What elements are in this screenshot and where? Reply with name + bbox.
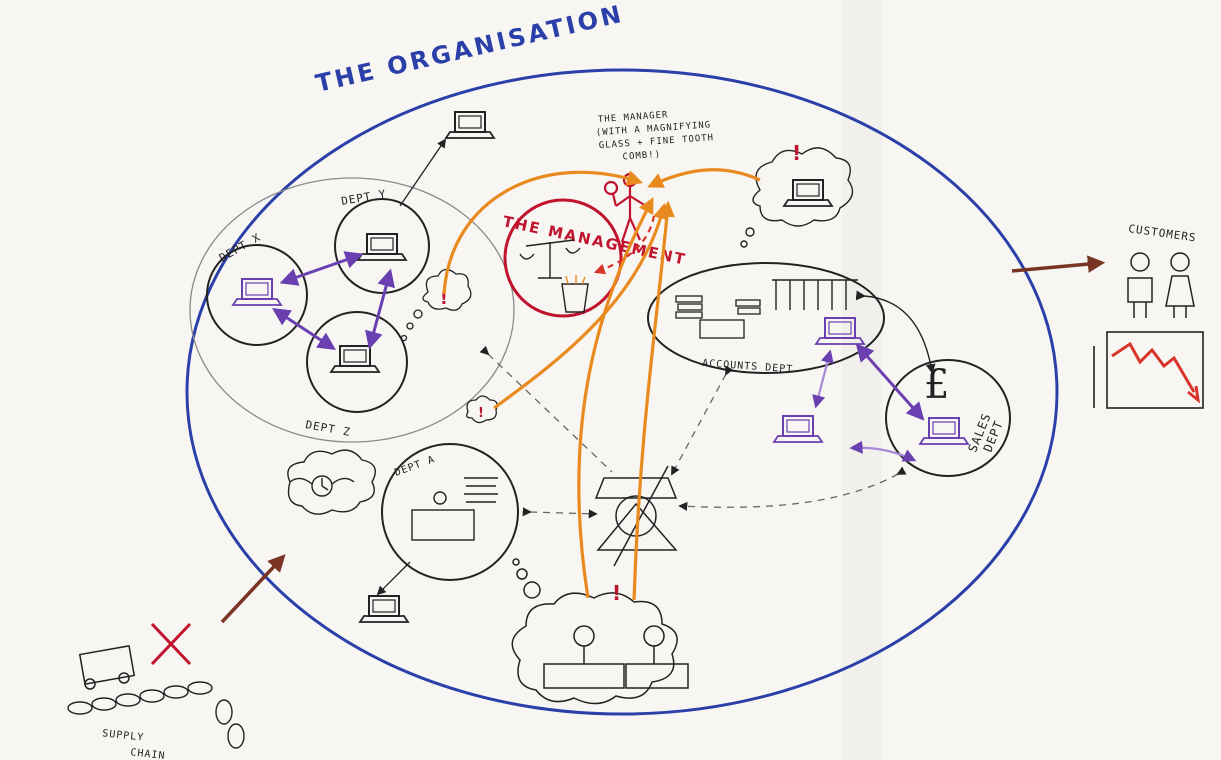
link-y-z [365,268,395,350]
dept-y-label: DEPT Y [340,187,387,208]
arrow-left-to-manager [442,170,644,295]
dept-a-desk-icon [411,477,498,541]
flying-clock-icon [287,449,376,515]
svg-text:THE MANAGER: THE MANAGER [598,110,669,125]
dept-y-laptop-icon [357,233,407,261]
manager-figure [603,172,647,243]
dept-a-circle [381,443,519,581]
dept-a-label: DEPT A [393,454,436,479]
declining-sales-chart-icon [1093,331,1204,409]
svg-text:COMB!): COMB!) [622,150,661,163]
broken-supply-cross-icon [150,622,192,666]
bottom-left-alert-mark: ! [478,406,484,421]
sales-label: SALES DEPT [965,411,1006,454]
link-x-y [279,251,364,286]
link-sales-accounts-return [855,290,936,374]
arrow-supply-chain-to-organisation [220,554,286,624]
svg-text:SUPPLY: SUPPLY [102,728,145,743]
accounts-shelves-icon [772,279,858,310]
sales-laptop-icon [919,417,969,445]
left-alert-mark: ! [440,289,448,309]
arrow-top-right-to-manager [647,168,761,188]
customers-figures-icon [1127,252,1195,318]
svg-text:CHAIN: CHAIN [130,747,166,760]
sales-currency-symbol: £ [924,362,949,408]
accounts-paper-stacks [675,295,761,339]
arrow-to-customers [1011,255,1106,273]
dept-cluster-boundary [189,177,515,443]
dept-y-circle [334,198,430,294]
organisation-boundary [185,68,1059,716]
top-right-laptop-icon [783,179,833,207]
left-alert-bubble [400,268,472,342]
dept-x-laptop-icon [232,278,282,306]
customers-label: CUSTOMERS [1128,222,1198,244]
link-accounts-middle [812,349,834,409]
bottom-left-alert-bubble [466,395,498,424]
shredder-bin-icon [561,275,589,313]
scales-icon [519,239,581,279]
dept-a-laptop-icon [359,595,409,623]
top-right-cloud [740,147,854,248]
arrow-bottom-right-to-manager [632,200,675,601]
dept-x-circle [206,244,308,346]
bottom-alert-mark: ! [612,581,621,605]
top-right-alert-mark: ! [792,141,801,165]
arrow-dept-a-to-laptop [376,561,411,596]
dept-z-label: DEPT Z [304,418,351,439]
organisation-title: THE ORGANISATION [313,0,626,98]
reporting-arrows [442,168,761,601]
link-x-z [271,308,337,350]
middle-laptop-icon [773,415,823,443]
dept-z-circle [306,311,408,413]
paper-fold [842,0,882,760]
top-laptop-icon [445,111,495,139]
link-middle-sales [849,440,917,462]
arrow-bottom-left-to-manager [493,202,669,410]
supply-chain-label: SUPPLY CHAIN [102,728,166,760]
manager-note: THE MANAGER (WITH A MAGNIFYING GLASS + F… [596,110,715,163]
supply-chain-links-icon [67,681,245,749]
supply-truck-icon [78,645,136,690]
arrow-bottom-to-manager [577,197,654,599]
dept-z-laptop-icon [330,345,380,373]
dashed-connectors [479,345,907,519]
bottom-workers-cloud [511,558,689,705]
management-circle [503,198,623,318]
balance-triangle-icon [594,465,678,567]
arrow-dept-y-to-laptop [399,138,447,207]
